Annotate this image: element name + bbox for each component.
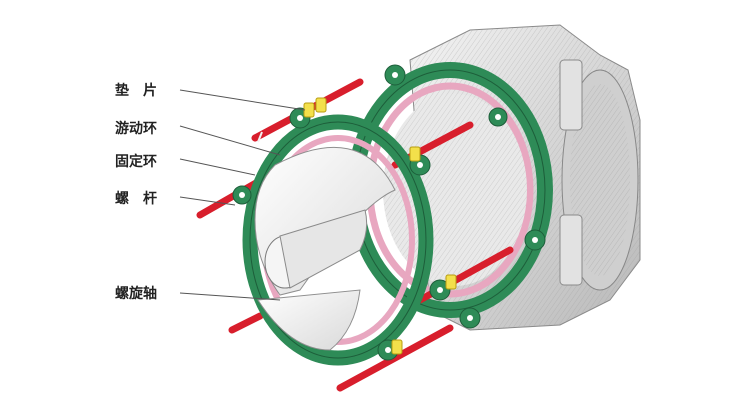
leader-movable-ring [179, 125, 281, 156]
bolt-bottom [336, 324, 454, 392]
gasket-top [303, 102, 315, 118]
leader-lines [179, 89, 306, 301]
leader-gasket [179, 89, 306, 111]
leader-fixed-ring [179, 158, 256, 176]
label-bolt: 螺杆 [115, 191, 171, 207]
leader-screw-shaft [179, 292, 281, 301]
bolt-bottom-left [228, 312, 264, 334]
leader-bolt [179, 196, 236, 206]
label-fixed-ring: 固定环 [115, 154, 157, 170]
label-movable-ring: 游动环 [115, 121, 157, 137]
gasket-right [409, 146, 421, 162]
gaskets [303, 97, 457, 355]
gasket-bottom [391, 339, 403, 355]
gasket-lower [445, 274, 457, 290]
label-screw-shaft: 螺旋轴 [115, 286, 157, 302]
label-gasket: 垫片 [115, 83, 171, 99]
screw-shaft [254, 146, 396, 351]
